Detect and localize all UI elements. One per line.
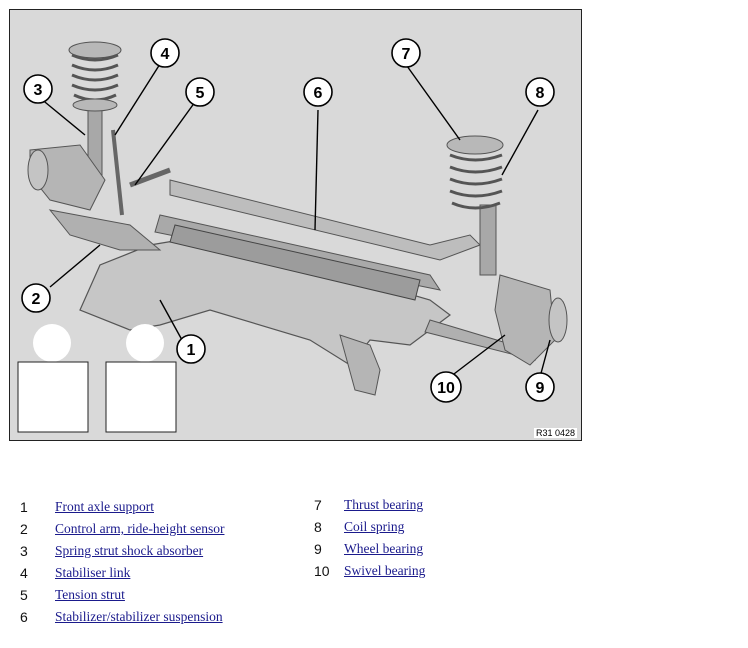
legend-link-stabilizer-suspension[interactable]: Stabilizer/stabilizer suspension (55, 609, 223, 624)
legend-number: 5 (20, 587, 28, 603)
svg-text:6: 6 (314, 85, 323, 102)
svg-text:1: 1 (187, 342, 196, 359)
legend-number: 10 (314, 563, 330, 579)
legend-link-coil-spring[interactable]: Coil spring (344, 519, 405, 534)
legend-link-swivel-bearing[interactable]: Swivel bearing (344, 563, 426, 578)
callout-9: 9 (525, 372, 555, 402)
svg-text:7: 7 (402, 46, 411, 63)
front-axle-diagram: 1 2 3 4 5 6 7 8 9 10 R31 0428 (9, 9, 582, 441)
legend-number: 9 (314, 541, 322, 557)
legend-link-front-axle-support[interactable]: Front axle support (55, 499, 154, 514)
svg-text:5: 5 (196, 85, 205, 102)
svg-text:8: 8 (536, 85, 545, 102)
callout-3: 3 (23, 74, 53, 104)
svg-text:10: 10 (437, 380, 455, 397)
legend-number: 1 (20, 499, 28, 515)
legend-link-stabiliser-link[interactable]: Stabiliser link (55, 565, 131, 580)
legend-link-wheel-bearing[interactable]: Wheel bearing (344, 541, 424, 556)
left-spring-strut (27, 41, 122, 211)
legend-number: 8 (314, 519, 322, 535)
callout-8: 8 (525, 77, 555, 107)
svg-text:4: 4 (161, 46, 170, 63)
callout-1: 1 (176, 334, 206, 364)
svg-text:3: 3 (34, 82, 43, 99)
callout-10: 10 (430, 371, 462, 403)
callout-5: 5 (185, 77, 215, 107)
control-arm-shape (48, 209, 162, 251)
figure-code: R31 0428 (533, 428, 577, 438)
legend-number: 4 (20, 565, 28, 581)
svg-text:9: 9 (536, 380, 545, 397)
callout-6: 6 (303, 77, 333, 107)
legend-number: 2 (20, 521, 28, 537)
axle-illustration: 1 2 3 4 5 6 7 8 9 10 (17, 38, 568, 433)
legend-number: 7 (314, 497, 322, 513)
callout-4: 4 (150, 38, 180, 68)
legend-link-control-arm[interactable]: Control arm, ride-height sensor (55, 521, 225, 536)
right-spring-strut (446, 135, 568, 366)
callout-7: 7 (391, 38, 421, 68)
legend-number: 6 (20, 609, 28, 625)
legend: 1 Front axle support 2 Control arm, ride… (0, 494, 748, 644)
legend-link-tension-strut[interactable]: Tension strut (55, 587, 125, 602)
svg-text:2: 2 (32, 291, 41, 308)
callout-2: 2 (21, 283, 51, 313)
legend-link-spring-strut[interactable]: Spring strut shock absorber (55, 543, 204, 558)
legend-link-thrust-bearing[interactable]: Thrust bearing (344, 497, 424, 512)
legend-number: 3 (20, 543, 28, 559)
